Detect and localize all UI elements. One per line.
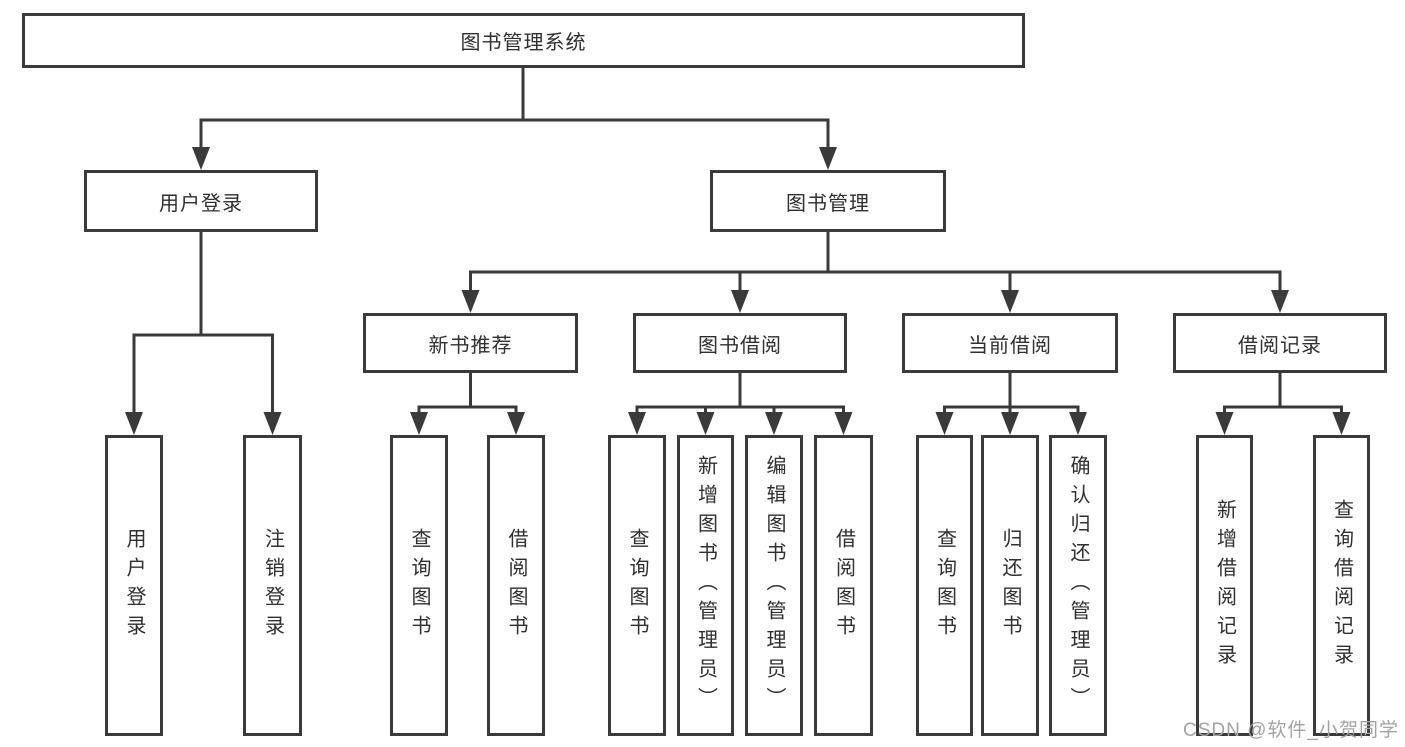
leaf-current-confirm-return-admin: 确认归还（管理员） xyxy=(1049,435,1107,736)
leaf-borrowing-add-books-admin-label: 新增图书（管理员） xyxy=(694,455,717,716)
leaf-records-query-record: 查询借阅记录 xyxy=(1313,435,1370,736)
node-new-book-recommend-label: 新书推荐 xyxy=(428,334,513,357)
leaf-recommend-query-books: 查询图书 xyxy=(390,435,448,736)
connector-lines xyxy=(132,68,1343,416)
leaf-borrowing-query-books: 查询图书 xyxy=(608,435,666,736)
leaf-borrowing-add-books-admin: 新增图书（管理员） xyxy=(677,435,734,736)
leaf-user-login-label: 用户登录 xyxy=(123,527,145,644)
leaf-recommend-borrow-books: 借阅图书 xyxy=(487,435,545,736)
leaf-records-add-record: 新增借阅记录 xyxy=(1196,435,1253,736)
node-user-login: 用户登录 xyxy=(84,170,318,232)
connector-arrowheads xyxy=(125,147,1351,435)
leaf-borrowing-edit-books-admin: 编辑图书（管理员） xyxy=(745,435,803,736)
csdn-watermark: CSDN @软件_小贺同学 xyxy=(1183,720,1399,741)
leaf-current-return-books: 归还图书 xyxy=(981,435,1039,736)
leaf-borrowing-edit-books-admin-label: 编辑图书（管理员） xyxy=(763,455,785,716)
node-book-borrowing: 图书借阅 xyxy=(633,313,847,373)
leaf-current-return-books-label: 归还图书 xyxy=(999,527,1021,644)
leaf-records-query-record-label: 查询借阅记录 xyxy=(1330,498,1353,673)
node-borrow-records-label: 借阅记录 xyxy=(1238,334,1322,357)
leaf-current-query-books-label: 查询图书 xyxy=(933,527,956,644)
node-book-management-label: 图书管理 xyxy=(786,192,870,215)
leaf-recommend-borrow-books-label: 借阅图书 xyxy=(505,527,527,644)
leaf-logout-label: 注销登录 xyxy=(261,527,284,644)
node-user-login-label: 用户登录 xyxy=(159,192,243,215)
node-current-borrowing: 当前借阅 xyxy=(902,313,1118,373)
leaf-current-query-books: 查询图书 xyxy=(916,435,973,736)
leaf-user-login: 用户登录 xyxy=(105,435,163,736)
node-book-borrowing-label: 图书借阅 xyxy=(698,334,782,357)
node-root-system: 图书管理系统 xyxy=(22,13,1025,68)
leaf-current-confirm-return-admin-label: 确认归还（管理员） xyxy=(1067,455,1089,716)
node-borrow-records: 借阅记录 xyxy=(1173,313,1387,373)
leaf-recommend-query-books-label: 查询图书 xyxy=(408,527,430,644)
leaf-records-add-record-label: 新增借阅记录 xyxy=(1213,498,1236,673)
leaf-borrowing-borrow-books: 借阅图书 xyxy=(814,435,873,736)
node-current-borrowing-label: 当前借阅 xyxy=(968,334,1052,357)
leaf-borrowing-query-books-label: 查询图书 xyxy=(626,527,648,644)
leaf-logout: 注销登录 xyxy=(243,435,302,736)
node-new-book-recommend: 新书推荐 xyxy=(363,313,578,373)
node-root-label: 图书管理系统 xyxy=(460,32,587,54)
node-book-management: 图书管理 xyxy=(710,170,946,232)
leaf-borrowing-borrow-books-label: 借阅图书 xyxy=(832,527,855,644)
